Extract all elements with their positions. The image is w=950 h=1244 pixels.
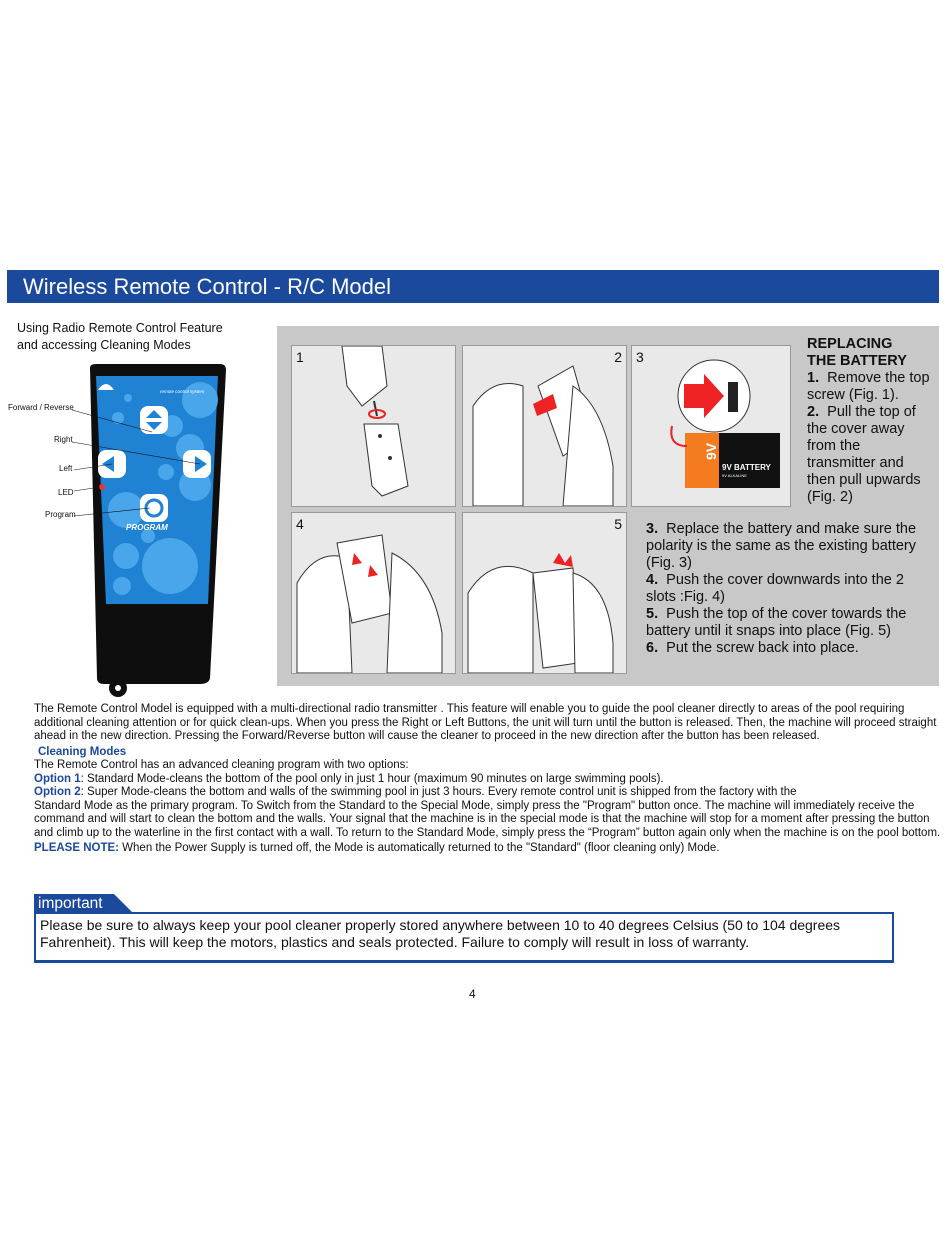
forward-reverse-button (140, 406, 168, 434)
figure-3: 3 9V 9V BATTERY 9V ALKALINE (631, 345, 791, 507)
intro-line-2: and accessing Cleaning Modes (17, 338, 191, 352)
step-item: 5. Push the top of the cover towards the… (646, 606, 907, 639)
program-text: PROGRAM (126, 523, 168, 532)
paragraph-intro: The Remote Control Model is equipped wit… (34, 703, 937, 742)
figure-1: 1 (291, 345, 456, 507)
cleaning-modes-heading: Cleaning Modes (38, 745, 127, 758)
option-1: Option 1: Standard Mode-cleans the botto… (34, 772, 664, 785)
remote-brand-text: remote control system (160, 389, 205, 394)
svg-text:9V ALKALINE: 9V ALKALINE (722, 473, 747, 478)
label-forward-reverse: Forward / Reverse (8, 403, 74, 412)
label-program: Program (45, 510, 76, 519)
steps-column: 1. Remove the top screw (Fig. 1). 2. Pul… (807, 370, 932, 506)
label-right: Right (54, 435, 73, 444)
steps-wide: 3. Replace the battery and make sure the… (646, 521, 931, 657)
please-note: PLEASE NOTE: When the Power Supply is tu… (34, 842, 720, 854)
remote-control-illustration: PROGRAM remote control system (71, 364, 226, 697)
body-text: The Remote Control Model is equipped wit… (34, 703, 946, 856)
program-button (140, 494, 168, 522)
svg-text:9V: 9V (703, 442, 719, 460)
header-bar: Wireless Remote Control - R/C Model (7, 270, 939, 303)
step-item: 4. Push the cover downwards into the 2 s… (646, 572, 904, 605)
intro-line-1: Using Radio Remote Control Feature (17, 321, 223, 335)
battery-illustration: 9V 9V BATTERY 9V ALKALINE (670, 359, 780, 488)
important-label: important (38, 895, 103, 912)
svg-text:9V BATTERY: 9V BATTERY (722, 463, 772, 472)
replacing-battery-title: REPLACING THE BATTERY (807, 336, 907, 369)
step-item: 6. Put the screw back into place. (646, 640, 859, 656)
option-2: Option 2: Super Mode-cleans the bottom a… (34, 786, 797, 798)
right-button (183, 450, 211, 478)
important-tab (34, 894, 134, 914)
figure-5: 5 (462, 512, 627, 674)
page-title: Wireless Remote Control - R/C Model (23, 274, 391, 299)
cover-insert-illustration (296, 534, 443, 673)
step-item: 2. Pull the top of the cover away from t… (807, 404, 921, 505)
screw-removal-illustration (341, 346, 409, 497)
option-2-continued: Standard Mode as the primary program. To… (34, 799, 941, 839)
figure-4: 4 (291, 512, 456, 674)
figure-2: 2 (462, 345, 627, 507)
important-box (34, 912, 894, 963)
cleaning-intro: The Remote Control has an advanced clean… (34, 759, 409, 771)
cover-snap-illustration (467, 553, 614, 673)
intro-text: Using Radio Remote Control Feature and a… (17, 320, 267, 354)
step-item: 3. Replace the battery and make sure the… (646, 521, 917, 571)
label-led: LED (58, 488, 74, 497)
led-indicator (99, 484, 105, 490)
important-text: Please be sure to always keep your pool … (40, 917, 841, 950)
label-left: Left (59, 464, 73, 473)
page-number: 4 (469, 987, 476, 1001)
cover-removal-illustration (472, 365, 614, 506)
step-item: 1. Remove the top screw (Fig. 1). (807, 370, 930, 403)
